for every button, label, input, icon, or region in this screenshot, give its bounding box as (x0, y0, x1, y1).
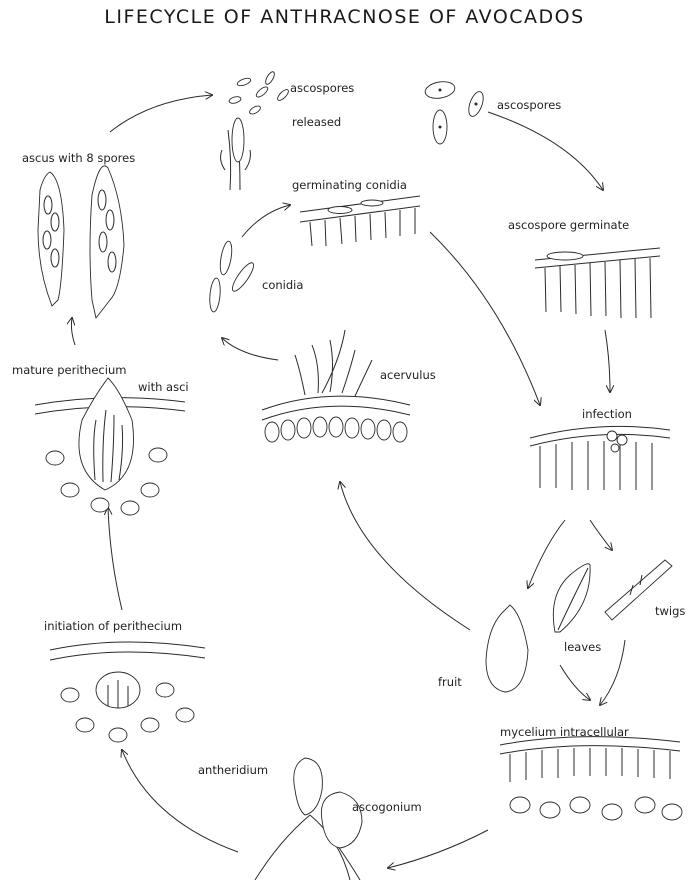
arrow-twigs-to-mycelium (600, 640, 625, 705)
label-leaves: leaves (564, 640, 601, 654)
arrow-ascus-to-released (110, 95, 212, 132)
arrow-germinate-to-infection (605, 330, 610, 392)
label-with-asci: with asci (138, 380, 189, 394)
label-conidia: conidia (262, 278, 303, 292)
label-ascogonium: ascogonium (352, 800, 422, 814)
infection-drawing (530, 426, 670, 490)
label-acervulus: acervulus (380, 368, 436, 382)
label-antheridium: antheridium (198, 763, 268, 777)
arrow-infection-split-2 (590, 520, 612, 550)
acervulus-drawing (262, 330, 410, 442)
arrow-mycelium-to-sexual (388, 830, 488, 868)
arrow-leaves-to-mycelium (560, 665, 590, 700)
label-mature-perithecium: mature perithecium (12, 363, 126, 377)
label-germinating-conidia: germinating conidia (292, 178, 407, 192)
fruit-drawing (486, 605, 528, 692)
label-fruit: fruit (438, 675, 462, 689)
ascospores-drawing (424, 80, 486, 144)
label-ascospores: ascospores (497, 98, 561, 112)
arrow-germinating-to-infection (430, 232, 540, 405)
ascus-drawing (38, 166, 124, 318)
label-infection: infection (582, 407, 632, 421)
leaves-drawing (553, 564, 590, 632)
label-ascospores-released-2: released (292, 115, 341, 129)
conidia-drawing (209, 240, 257, 312)
label-twigs: twigs (655, 604, 685, 618)
label-ascospore-germinate: ascospore germinate (508, 218, 629, 232)
sexual-structures-drawing (255, 758, 362, 880)
label-ascus-with-8-spores: ascus with 8 spores (22, 151, 135, 165)
mature-perithecium-drawing (35, 378, 185, 515)
ascospore-germinate-drawing (535, 248, 660, 318)
mycelium-drawing (500, 737, 682, 820)
label-initiation-of-perithecium: initiation of perithecium (44, 619, 182, 633)
germinating-conidia-drawing (300, 196, 420, 246)
arrow-infection-split (528, 520, 565, 588)
initiation-perithecium-drawing (50, 642, 205, 742)
arrow-mature-to-ascus (71, 318, 75, 345)
label-mycelium-intracellular: mycelium intracellular (500, 725, 629, 739)
arrow-acervulus-to-conidia (222, 338, 278, 360)
arrow-fruit-to-acervulus (340, 482, 470, 630)
arrow-initiation-to-mature (108, 508, 122, 610)
arrow-ascospores-to-germinate (488, 112, 603, 190)
label-ascospores-released-1: ascospores (290, 81, 354, 95)
ascospores-released-drawing (221, 70, 291, 190)
arrow-conidia-to-germinating (242, 205, 290, 237)
